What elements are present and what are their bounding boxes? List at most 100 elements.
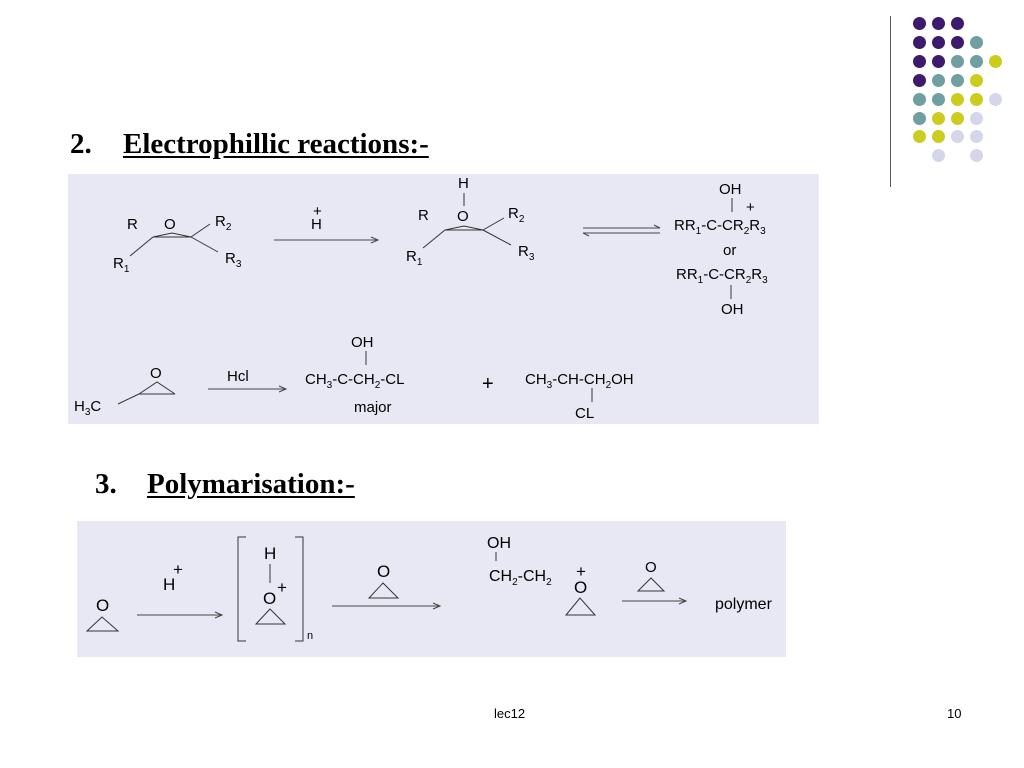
- label-plus: +: [277, 578, 287, 597]
- reactant-methyl-epoxide: O H3C: [74, 365, 176, 418]
- label-H: H: [264, 544, 276, 563]
- monomer-epoxide: O: [85, 596, 120, 632]
- heading-number: 2.: [70, 128, 92, 160]
- label-O: O: [645, 559, 657, 576]
- product-2: RR1-C-CR2R3 OH: [676, 266, 768, 318]
- protonated-epoxide: H R O R2 R1 R3: [406, 175, 535, 268]
- reaction-diagram: R O R2 R1 R3 + H H R: [74, 175, 768, 422]
- dot: [970, 74, 983, 87]
- dot: [970, 55, 983, 68]
- arrow-p1: [137, 611, 224, 619]
- label-R3: R3: [225, 250, 242, 270]
- dot: [913, 93, 926, 106]
- label-polymer: polymer: [715, 596, 773, 613]
- dot: [970, 112, 983, 125]
- heading-text: Electrophillic reactions:-: [123, 128, 429, 160]
- label-O: O: [164, 216, 176, 233]
- label-O: O: [96, 596, 109, 615]
- equilibrium-arrow: [582, 224, 661, 237]
- product-2-formula: RR1-C-CR2R3: [676, 266, 768, 286]
- dot: [951, 17, 964, 30]
- label-hcl: Hcl: [227, 368, 249, 385]
- label-R1: R1: [406, 248, 423, 268]
- dot: [951, 112, 964, 125]
- dot: [932, 112, 945, 125]
- polymerisation-diagram: O + H H O + n O: [85, 535, 773, 642]
- product-1: OH + RR1-C-CR2R3: [674, 181, 766, 237]
- dot: [932, 17, 945, 30]
- label-OH: OH: [351, 334, 374, 351]
- dot: [970, 93, 983, 106]
- label-major: major: [354, 399, 392, 416]
- label-or: or: [723, 242, 736, 259]
- section-heading-polymerisation: 3. Polymarisation:-: [95, 468, 355, 501]
- dot: [932, 130, 945, 143]
- product-1-formula: RR1-C-CR2R3: [674, 217, 766, 237]
- major-product-formula: CH3-C-CH2-CL: [305, 371, 404, 391]
- footer-title: lec12: [494, 706, 526, 721]
- chain-formula: CH2-CH2: [489, 568, 552, 588]
- label-H3C: H3C: [74, 398, 101, 418]
- section-heading-electrophilic: 2. Electrophillic reactions:-: [70, 128, 429, 161]
- dot: [970, 149, 983, 162]
- dot: [970, 130, 983, 143]
- label-CL: CL: [575, 405, 594, 422]
- label-R: R: [127, 216, 138, 233]
- minor-product: CH3-CH-CH2OH CL: [525, 371, 634, 422]
- dot: [951, 74, 964, 87]
- dot: [951, 93, 964, 106]
- label-H: H: [311, 216, 322, 233]
- vertical-divider: [890, 16, 891, 187]
- dot: [932, 36, 945, 49]
- label-plus: +: [576, 562, 586, 581]
- label-R1: R1: [113, 255, 130, 275]
- dot: [989, 55, 1002, 68]
- page-number: 10: [947, 706, 962, 721]
- label-O: O: [457, 208, 469, 225]
- label-R: R: [418, 207, 429, 224]
- label-O: O: [377, 562, 390, 581]
- label-H: H: [458, 175, 469, 192]
- label-R2: R2: [508, 205, 525, 225]
- dot: [970, 36, 983, 49]
- dot: [951, 130, 964, 143]
- label-H: H: [163, 575, 175, 594]
- arrow-1: [274, 236, 380, 244]
- label-plus: +: [173, 560, 183, 579]
- dot: [913, 17, 926, 30]
- heading-text: Polymarisation:-: [147, 468, 355, 500]
- arrow-p3: [622, 597, 688, 605]
- label-O: O: [574, 578, 587, 597]
- reaction-panel-polymerisation: O + H H O + n O: [77, 521, 786, 657]
- epoxide-2: O: [636, 559, 666, 592]
- dot: [913, 36, 926, 49]
- label-OH: OH: [721, 301, 744, 318]
- dot: [951, 36, 964, 49]
- label-plus: +: [482, 373, 494, 395]
- label-plus: +: [313, 203, 322, 220]
- epoxide: O: [367, 562, 400, 599]
- dot: [932, 149, 945, 162]
- dot: [932, 93, 945, 106]
- major-product: OH CH3-C-CH2-CL major: [305, 334, 404, 416]
- bracketed-unit: H O + n: [237, 536, 313, 642]
- dot: [913, 112, 926, 125]
- heading-number: 3.: [95, 468, 117, 500]
- label-n: n: [307, 630, 313, 642]
- dot: [932, 55, 945, 68]
- arrow-p2: [332, 602, 442, 610]
- label-R2: R2: [215, 213, 232, 233]
- label-OH: OH: [487, 535, 511, 552]
- label-O: O: [263, 589, 276, 608]
- dot: [932, 74, 945, 87]
- growing-chain: OH CH2-CH2 + O: [487, 535, 597, 616]
- arrow-2: [208, 385, 288, 393]
- reactant-epoxide: R O R2 R1 R3: [113, 213, 242, 275]
- label-OH: OH: [719, 181, 742, 198]
- dot: [913, 130, 926, 143]
- label-R3: R3: [518, 243, 535, 263]
- label-O: O: [150, 365, 162, 382]
- dot: [913, 55, 926, 68]
- minor-product-formula: CH3-CH-CH2OH: [525, 371, 634, 391]
